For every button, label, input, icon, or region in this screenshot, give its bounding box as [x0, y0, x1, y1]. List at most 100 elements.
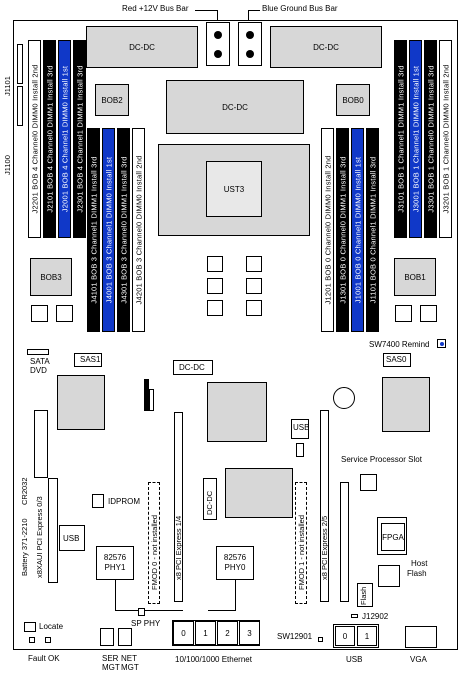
dimm-slot-label: J1301 BOB 0 Channel0 DIMM1 Install 3rd — [338, 156, 347, 304]
component-square — [56, 305, 73, 322]
vga-port[interactable] — [405, 626, 437, 648]
usb-port-number: 0 — [342, 631, 348, 641]
cr2032-label: CR2032 — [20, 477, 29, 505]
j1101-connector — [17, 44, 23, 84]
host-label: Host — [411, 559, 428, 568]
fault-led — [29, 637, 35, 643]
bus-bar-screw — [214, 50, 222, 58]
component-square — [207, 300, 223, 316]
pcie-2-5-label: x8 PCI Express 2/5 — [320, 515, 329, 580]
ust3-die: UST3 — [206, 161, 262, 217]
ethernet-port-number: 2 — [225, 628, 230, 638]
dimm-slot-label: J4201 BOB 3 Channel0 DIMM0 Install 2nd — [134, 155, 143, 305]
dcdc-center: DC-DC — [166, 80, 304, 134]
fmod1-outline — [295, 482, 307, 604]
dimm-slot: J3101 BOB 1 Channel1 DIMM1 Install 3rd — [394, 40, 407, 238]
dcdc-mid-label: DC-DC — [179, 363, 205, 372]
ethernet-port-number: 3 — [247, 628, 252, 638]
fpga-label: FPGA — [382, 532, 404, 542]
fault-ok-label: Fault OK — [28, 654, 60, 663]
component-square — [207, 278, 223, 294]
net-mgt-port[interactable] — [118, 628, 132, 646]
phy0-label: 82576 PHY0 — [223, 553, 247, 572]
host-flash-chip — [378, 565, 400, 587]
idprom-label: IDPROM — [108, 497, 140, 506]
dimm-slot-label: J3001 BOB 1 Channel1 DIMM0 Install 1st — [411, 65, 420, 213]
ethernet-port-number: 0 — [181, 628, 186, 638]
dimm-slot: J2201 BOB 4 Channel0 DIMM0 Install 2nd — [28, 40, 41, 238]
blue-bus-leader — [248, 10, 260, 11]
usb-port[interactable]: 1 — [357, 626, 377, 646]
sw12901-button[interactable] — [318, 637, 323, 642]
j1100-connector — [17, 86, 23, 126]
usb-port-number: 1 — [364, 631, 370, 641]
mgt-label-2: MGT — [121, 663, 139, 672]
dimm-slot-label: J3101 BOB 1 Channel1 DIMM1 Install 3rd — [396, 65, 405, 213]
usb-mid-label: USB — [293, 423, 310, 432]
pcie-1-4-slot — [174, 412, 183, 602]
sas1-connector — [74, 353, 102, 367]
dcdc-label: DC-DC — [222, 102, 248, 112]
component-square — [246, 278, 262, 294]
blue-bus-bar — [238, 22, 262, 66]
mgt-label-1: MGT — [102, 663, 120, 672]
dcdc-top-left: DC-DC — [86, 26, 198, 68]
component-square — [360, 474, 377, 491]
chip-right — [382, 377, 430, 432]
component-square — [246, 256, 262, 272]
dimm-slot-label: J3201 BOB 1 Channel0 DIMM0 Install 2nd — [441, 64, 450, 214]
bob2-chip: BOB2 — [95, 84, 129, 116]
dimm-slot-label: J1201 BOB 0 Channel0 DIMM0 Install 2nd — [323, 155, 332, 305]
dimm-slot: J2301 BOB 4 Channel1 DIMM1 Install 3rd — [73, 40, 86, 238]
dimm-slot: J4201 BOB 3 Channel0 DIMM0 Install 2nd — [132, 128, 145, 332]
ethernet-port[interactable]: 3 — [239, 621, 260, 645]
ust3-package: UST3 — [158, 144, 310, 236]
battery-coin — [333, 387, 355, 409]
ser-mgt-port[interactable] — [100, 628, 114, 646]
dcdc-vertical — [203, 478, 217, 520]
dimm-slot: J3001 BOB 1 Channel1 DIMM0 Install 1st — [409, 40, 422, 238]
dimm-slot-label: J2301 BOB 4 Channel1 DIMM1 Install 3rd — [75, 65, 84, 213]
bob2-label: BOB2 — [101, 95, 123, 105]
ethernet-port[interactable]: 2 — [217, 621, 238, 645]
dvd-label: DVD — [30, 366, 47, 375]
chip-lower-center — [225, 468, 293, 518]
net-label: NET — [121, 654, 137, 663]
cr2032-holder — [34, 410, 48, 478]
sata-connector — [27, 349, 49, 355]
bob3-label: BOB3 — [40, 272, 62, 282]
host-flash-label: Flash — [407, 569, 427, 578]
red-bus-bar — [206, 22, 230, 66]
dimm-slot: J1201 BOB 0 Channel0 DIMM0 Install 2nd — [321, 128, 334, 332]
trace — [208, 610, 236, 611]
component-square — [420, 305, 437, 322]
ethernet-port-number: 1 — [203, 628, 208, 638]
bus-bar-screw — [246, 50, 254, 58]
flash-chip — [357, 583, 373, 607]
bob3-chip: BOB3 — [30, 258, 72, 296]
sw7400-button[interactable] — [437, 339, 446, 348]
service-processor-label: Service Processor Slot — [341, 455, 422, 464]
ethernet-port[interactable]: 0 — [173, 621, 194, 645]
phy0-chip: 82576 PHY0 — [216, 546, 254, 580]
dimm-slot: J1001 BOB 0 Channel1 DIMM0 Install 1st — [351, 128, 364, 332]
connector-black — [144, 379, 149, 411]
red-bus-leader-v — [217, 10, 218, 22]
red-bus-bar-label: Red +12V Bus Bar — [122, 4, 189, 13]
trace — [115, 610, 183, 611]
sas0-connector — [383, 353, 411, 367]
usb-connector-mid — [291, 419, 309, 439]
flash-label: Flash — [359, 586, 368, 605]
locate-button[interactable] — [24, 622, 36, 632]
connector-small — [149, 389, 154, 411]
dimm-slot: J4101 BOB 3 Channel1 DIMM1 Install 3rd — [87, 128, 100, 332]
dcdc-label: DC-DC — [313, 42, 339, 52]
dcdc-top-right: DC-DC — [270, 26, 382, 68]
phy1-chip: 82576 PHY1 — [96, 546, 134, 580]
dimm-slot: J4301 BOB 3 Channel0 DIMM1 Install 3rd — [117, 128, 130, 332]
blue-bus-bar-label: Blue Ground Bus Bar — [262, 4, 338, 13]
usb-left-label: USB — [63, 534, 80, 543]
usb-port[interactable]: 0 — [335, 626, 355, 646]
ethernet-port[interactable]: 1 — [195, 621, 216, 645]
trace — [115, 580, 116, 610]
